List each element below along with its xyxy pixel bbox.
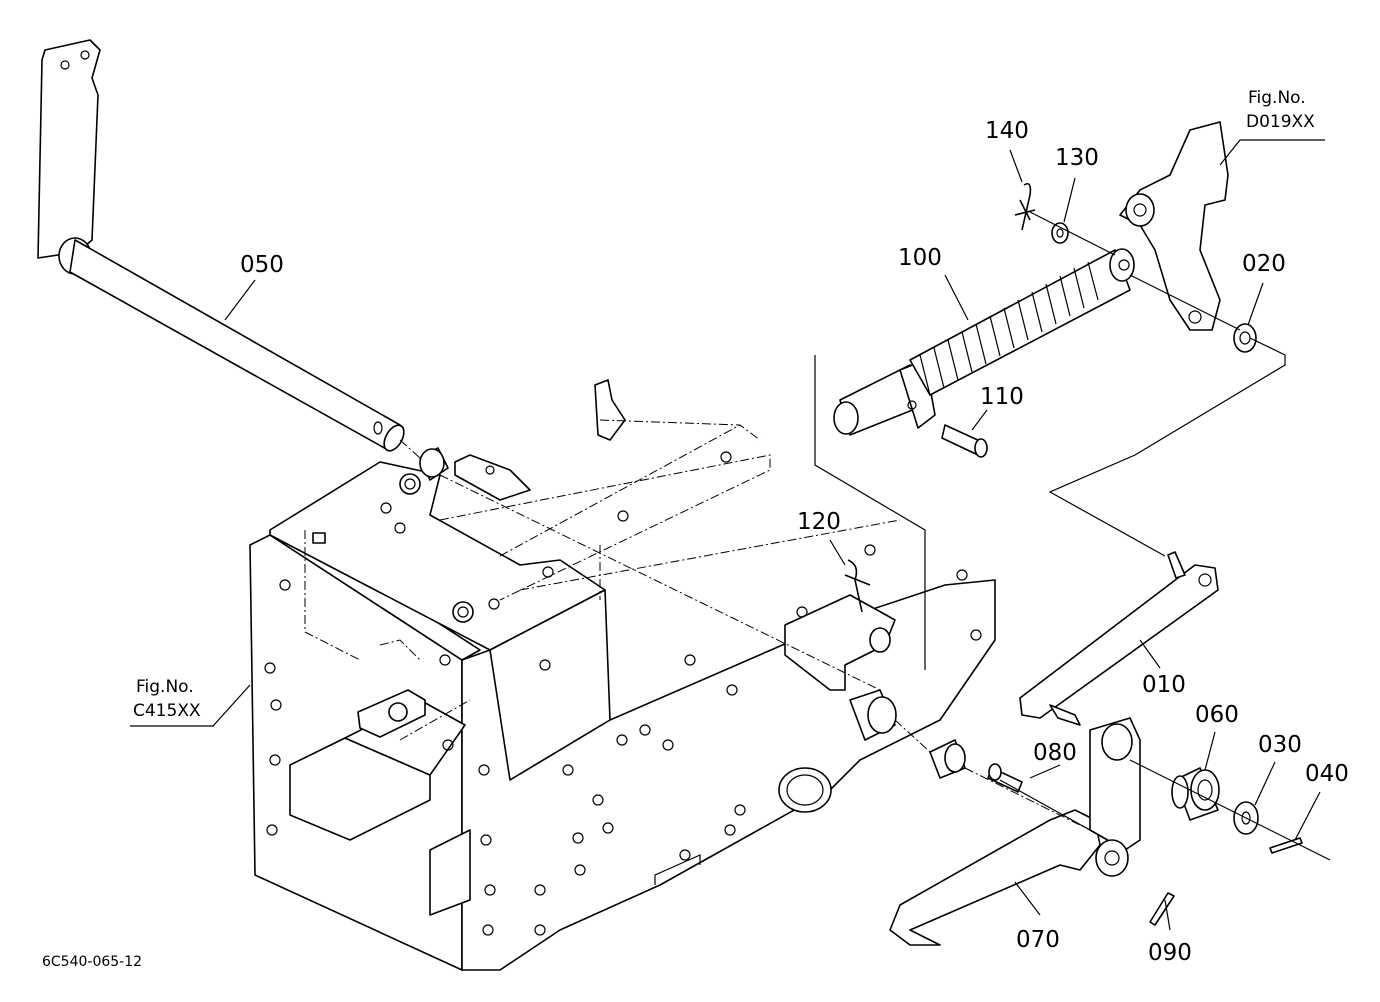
leader-lines [130,139,1325,931]
part-040-cotter-pin [1269,837,1303,854]
fig-ref-c415xx: Fig.No. C415XX [133,677,201,721]
diagram-code: 6C540-065-12 [42,954,142,970]
label-100: 100 [898,245,942,271]
fig-ref-d019xx-line2: D019XX [1246,112,1315,132]
part-070-pedal-arm [889,717,1141,946]
part-120-clip-bracket [784,559,896,691]
label-030: 030 [1258,732,1302,758]
shaft-collar [419,447,449,481]
label-010: 010 [1142,672,1186,698]
part-080-pin [987,763,1023,793]
fig-ref-c415xx-line1: Fig.No. [136,677,194,697]
fig-ref-c415xx-line2: C415XX [133,701,201,721]
assembly-centerlines [399,211,1331,861]
part-100-spring-assembly [814,248,1135,670]
label-040: 040 [1305,761,1349,787]
chassis-frame [249,379,996,971]
part-090-spring-pin [1149,892,1175,926]
label-090: 090 [1148,940,1192,966]
label-110: 110 [980,384,1024,410]
fig-ref-d019xx-line1: Fig.No. [1248,88,1306,108]
part-110-pin [941,424,988,458]
part-050-lever-shaft [37,39,405,452]
label-020: 020 [1242,251,1286,277]
label-080: 080 [1033,740,1077,766]
part-010-arm [1019,551,1219,726]
label-120: 120 [797,509,841,535]
bracket-d019xx [1119,121,1229,331]
label-050: 050 [240,252,284,278]
part-140-clip [1014,182,1036,231]
label-070: 070 [1016,927,1060,953]
fig-ref-d019xx: Fig.No. D019XX [1246,88,1315,132]
label-060: 060 [1195,702,1239,728]
label-140: 140 [985,118,1029,144]
label-130: 130 [1055,145,1099,171]
part-060-bushing [1171,767,1220,821]
part-130-washer [1051,222,1069,244]
shaft-bushing [849,689,966,779]
